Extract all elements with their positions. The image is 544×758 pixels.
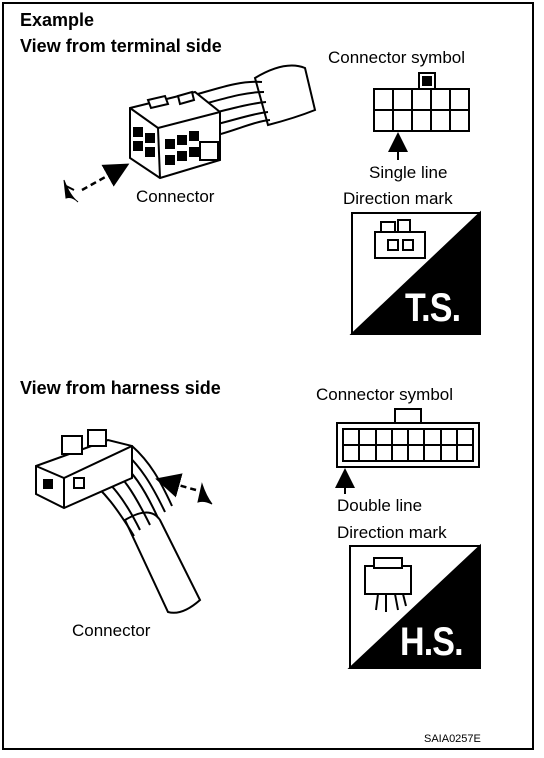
terminal-connector-illustration: [129, 64, 317, 180]
double-line-label: Double line: [337, 496, 423, 515]
ts-badge-text: T.S.: [405, 286, 461, 330]
harness-connector-illustration: [35, 429, 202, 614]
terminal-view-arrow: [63, 163, 130, 203]
connector-symbol-single-line: [373, 72, 470, 132]
heading-example: Example: [20, 10, 95, 30]
terminal-connector-label: Connector: [136, 187, 215, 206]
connector-symbol-double-line: [336, 408, 480, 468]
harness-side-title: View from harness side: [20, 378, 221, 398]
terminal-connector-symbol-label: Connector symbol: [328, 48, 466, 67]
figure-code: SAIA0257E: [424, 733, 481, 745]
harness-direction-mark-label: Direction mark: [337, 523, 447, 542]
hs-direction-mark-badge: [347, 543, 481, 669]
figure-frame: [2, 2, 534, 750]
terminal-side-title: View from terminal side: [20, 36, 222, 56]
harness-connector-symbol-label: Connector symbol: [316, 385, 454, 404]
harness-connector-label: Connector: [72, 621, 151, 640]
ts-direction-mark-badge: [349, 210, 481, 335]
terminal-direction-mark-label: Direction mark: [343, 189, 453, 208]
hs-badge-text: H.S.: [400, 620, 464, 664]
single-line-label: Single line: [369, 163, 448, 182]
harness-view-arrow: [155, 473, 213, 505]
